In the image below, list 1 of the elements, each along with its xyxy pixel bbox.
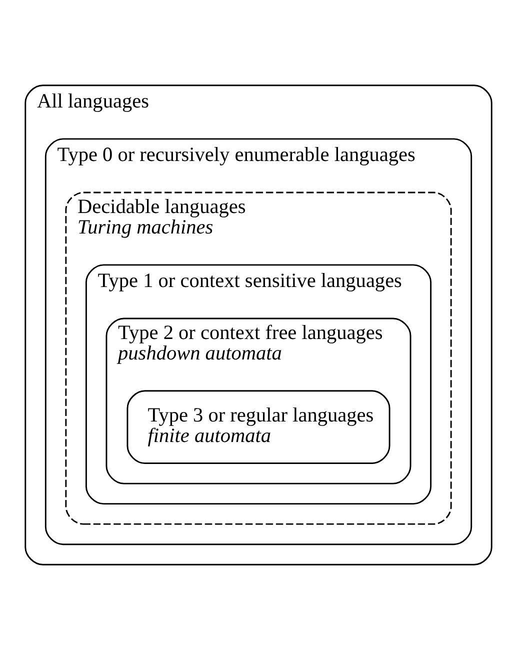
node-box: Type 3 or regular languages finite automata (126, 390, 390, 464)
